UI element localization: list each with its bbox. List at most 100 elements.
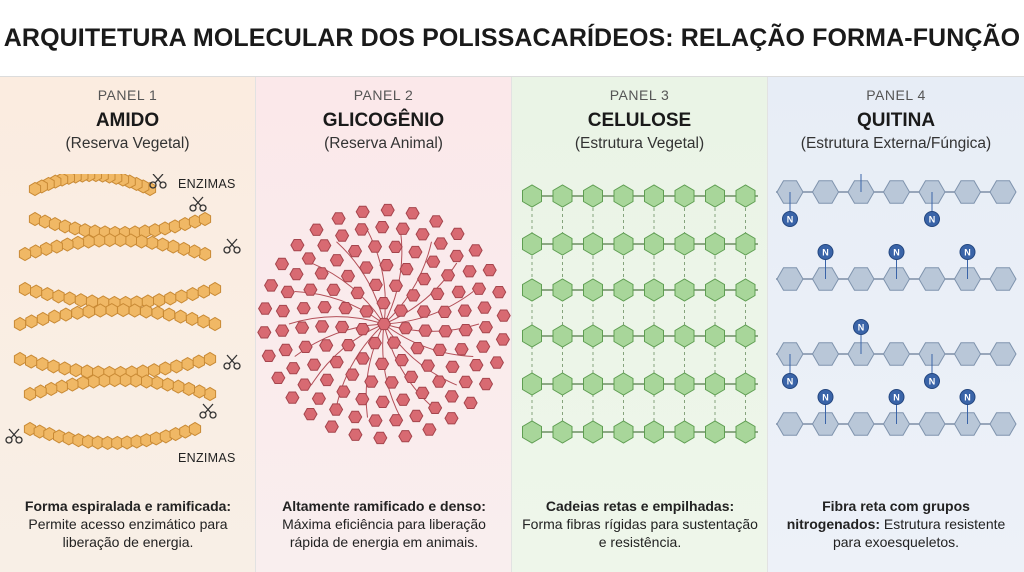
glucose-unit: [426, 255, 441, 268]
branch-line: [367, 230, 386, 325]
glucose-unit: [811, 180, 840, 204]
glucose-unit: [23, 421, 37, 437]
glucose-unit: [433, 237, 448, 250]
glucose-unit: [103, 233, 116, 248]
glucose-unit: [989, 342, 1017, 366]
glucose-unit: [552, 184, 573, 208]
glucose-unit: [368, 278, 383, 291]
glucose-unit: [398, 322, 413, 335]
glucose-unit: [296, 302, 311, 315]
glucose-unit: [735, 278, 756, 302]
nitrogen-label: N: [929, 215, 936, 225]
glucose-unit: [326, 283, 341, 296]
glucose-unit: [705, 278, 725, 302]
branch-line: [382, 323, 401, 418]
glucose-unit: [135, 234, 148, 249]
glucose-unit: [82, 304, 95, 319]
glucose-unit: [735, 420, 756, 444]
glucose-unit: [492, 286, 507, 299]
panel-celulose: PANEL 3 CELULOSE (Estrutura Vegetal) Cad…: [512, 77, 768, 572]
glucose-unit: [198, 246, 212, 262]
glucose-unit: [415, 386, 430, 399]
enzyme-label-top: ENZIMAS: [178, 177, 236, 191]
glucose-unit: [489, 356, 504, 369]
glucose-unit: [355, 352, 370, 365]
glucose-unit: [613, 324, 634, 348]
glucose-unit: [319, 373, 334, 387]
glucose-unit: [355, 205, 370, 218]
glucose-unit: [295, 321, 310, 334]
glucose-unit: [258, 302, 273, 315]
glucose-unit: [644, 232, 664, 256]
glucose-unit: [264, 279, 279, 292]
glucose-unit: [613, 232, 634, 256]
glucose-unit: [776, 412, 804, 436]
glucose-unit: [13, 351, 27, 367]
glucose-unit: [463, 396, 478, 409]
glucose-unit: [552, 372, 573, 396]
glucose-unit: [705, 420, 725, 444]
glucose-unit: [522, 278, 542, 302]
glucose-unit: [13, 316, 27, 332]
glucose-unit: [341, 339, 356, 352]
glucose-unit: [314, 267, 329, 280]
glucose-unit: [61, 237, 74, 252]
glucose-unit: [583, 232, 603, 256]
description-text: Máxima eficiência para liberação rápida …: [282, 516, 486, 550]
glucose-unit: [364, 375, 379, 388]
glucose-unit: [375, 357, 390, 370]
glucose-unit: [181, 357, 194, 372]
glucose-unit: [705, 324, 725, 348]
nitrogen-group: N: [853, 319, 869, 335]
glucose-unit: [613, 184, 634, 208]
glucose-unit: [40, 241, 53, 256]
glucose-unit: [445, 360, 460, 373]
glucose-unit: [18, 246, 32, 262]
panel-name: QUITINA: [856, 110, 936, 131]
glucose-unit: [197, 284, 210, 299]
glucose-unit: [167, 239, 180, 254]
glucose-unit: [469, 359, 484, 372]
glucose-unit: [476, 340, 491, 353]
glucose-unit: [376, 317, 392, 331]
glucose-unit: [140, 374, 153, 389]
glucose-unit: [495, 333, 510, 346]
glucose-unit: [355, 393, 370, 406]
glucose-unit: [29, 244, 42, 259]
glucose-unit: [613, 278, 634, 302]
glucose-unit: [145, 235, 159, 250]
panel-subtitle: (Estrutura Externa/Fúngica): [800, 135, 992, 152]
glucose-unit: [271, 371, 286, 384]
panel-description: Cadeias retas e empilhadas: Forma fibras…: [518, 497, 762, 551]
panel-subtitle: (Estrutura Vegetal): [574, 135, 705, 152]
quitina-chains-diagram: NNNNNNNNNNNN: [776, 174, 1017, 436]
glucose-unit: [177, 241, 190, 256]
glucose-unit: [410, 342, 425, 355]
glucose-unit: [953, 180, 982, 204]
nitrogen-group: N: [888, 389, 905, 405]
glucose-unit: [290, 239, 305, 252]
glucose-unit: [319, 339, 334, 352]
glucose-unit: [150, 375, 164, 390]
nitrogen-group: N: [924, 373, 940, 389]
glucose-unit: [462, 265, 477, 278]
glucose-unit: [156, 237, 169, 252]
glucose-unit: [440, 269, 456, 282]
glucose-unit: [399, 263, 414, 276]
glucose-unit: [583, 184, 603, 208]
glucose-unit: [174, 309, 187, 324]
glucose-unit: [417, 272, 432, 286]
panel-quitina: PANEL 4 QUITINA (Estrutura Externa/Fúngi…: [768, 77, 1024, 572]
branch-line: [365, 323, 385, 418]
branch-line: [383, 241, 432, 325]
branch-line: [310, 323, 385, 386]
scissors-icon: [5, 428, 23, 444]
glucose-unit: [34, 384, 47, 399]
page-title: ARQUITETURA MOLECULAR DOS POLISSACARÍDEO…: [3, 23, 1021, 52]
glucose-unit: [418, 324, 433, 337]
panel-amido: PANEL 1 AMIDO (Reserva Vegetal) ENZIMAS …: [0, 77, 256, 572]
glucose-unit: [329, 355, 344, 369]
glucose-unit: [613, 420, 634, 444]
glucose-unit: [340, 269, 356, 283]
glucose-unit: [482, 264, 497, 277]
